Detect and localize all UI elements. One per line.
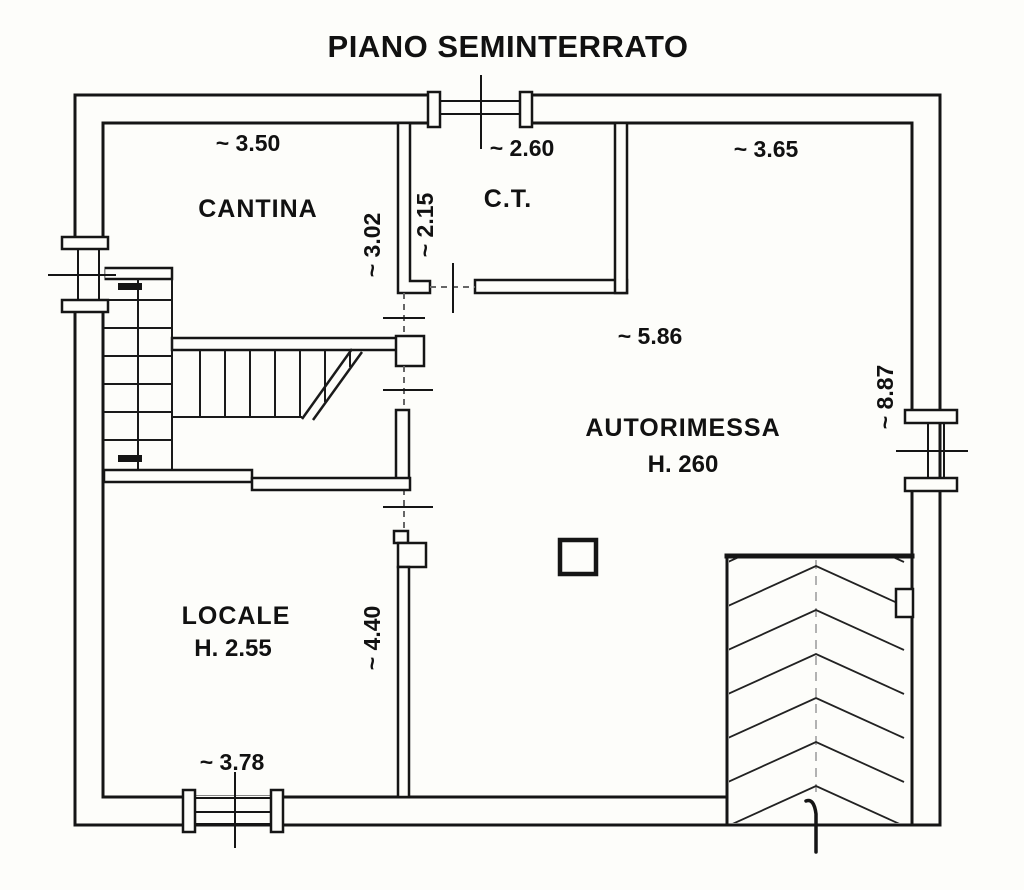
window-left: [48, 235, 116, 314]
dimension-cantina-width: ~ 3.50: [216, 130, 281, 156]
dimension-locale-width: ~ 3.78: [200, 749, 265, 775]
plan-labels: ~ 3.50 CANTINA ~ 2.60 C.T. ~ 2.15 ~ 3.02…: [182, 130, 898, 775]
dimension-autorimessa-depth: ~ 8.87: [872, 365, 898, 430]
ct-room-walls: [396, 121, 629, 313]
window-right: [896, 408, 968, 493]
ramp-chevron-hatch: [729, 558, 905, 823]
dimension-locale-depth: ~ 4.40: [359, 606, 385, 671]
dimension-autorimessa-width: ~ 3.65: [734, 136, 799, 162]
autorimessa-ceiling-height: H. 260: [648, 451, 719, 478]
plan-title: PIANO SEMINTERRATO: [328, 29, 689, 64]
pillar: [394, 334, 426, 368]
ramp-direction-arrow: [804, 798, 818, 854]
central-partition: [170, 293, 433, 799]
window-bottom: [181, 772, 285, 848]
pillar: [396, 541, 428, 569]
staircase: [102, 266, 412, 492]
column: [557, 537, 599, 577]
dimension-partition-height: ~ 3.02: [359, 213, 385, 278]
dimension-autorimessa-inner-width: ~ 5.86: [618, 323, 683, 349]
room-label-cantina: CANTINA: [198, 195, 318, 223]
dimension-ct-width: ~ 2.60: [490, 135, 555, 161]
dimension-ct-depth: ~ 2.15: [412, 193, 438, 258]
locale-ceiling-height: H. 2.55: [194, 635, 271, 662]
room-label-locale: LOCALE: [182, 602, 291, 630]
gate-post: [894, 587, 915, 619]
room-label-autorimessa: AUTORIMESSA: [585, 414, 780, 442]
stair-break-line: [300, 348, 354, 420]
room-label-ct: C.T.: [484, 185, 532, 213]
stair-break-line: [311, 351, 364, 421]
garage-ramp: [724, 553, 915, 854]
window-top: [426, 75, 534, 149]
